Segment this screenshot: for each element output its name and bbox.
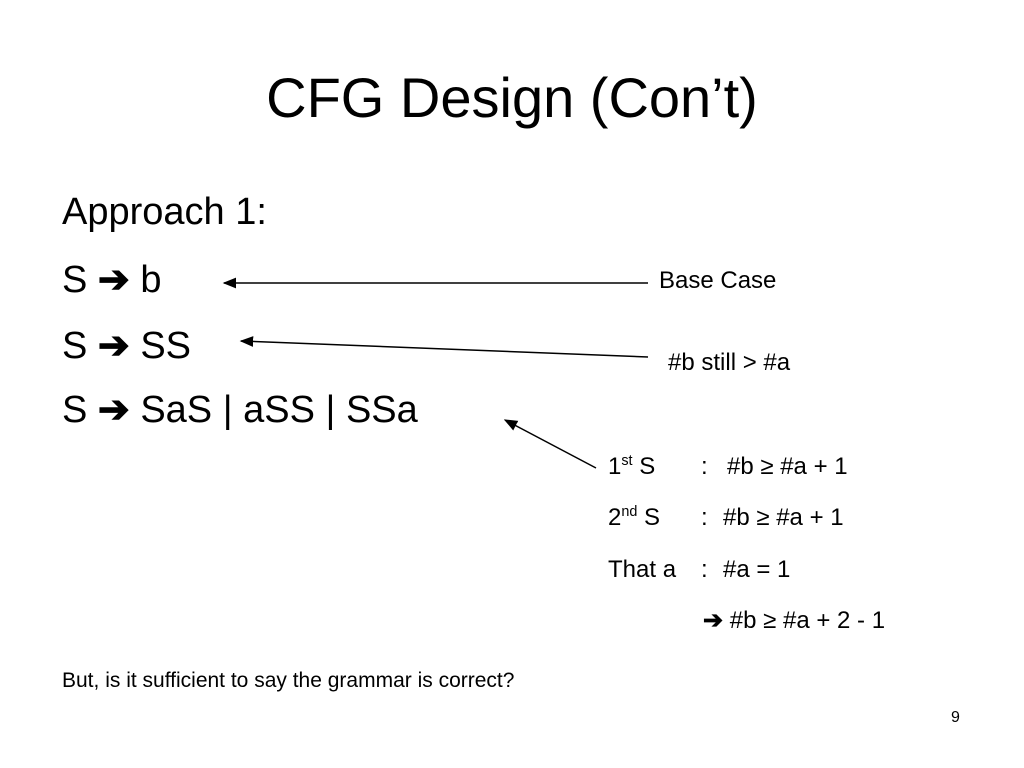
analysis-name: S [639, 453, 656, 480]
rule-lhs: S [62, 389, 88, 431]
b-still-arrow [239, 336, 649, 358]
right-arrow-icon: ➔ [97, 259, 130, 301]
analysis-ordinal: st [621, 453, 633, 469]
rule-rhs: SaS | aSS | SSa [140, 389, 418, 431]
analysis-line-3: That a [608, 556, 677, 583]
right-arrow-icon: ➔ [703, 607, 724, 634]
conclusion-line: ➔ #b ≥ #a + 2 - 1 [703, 606, 885, 636]
analysis-ordinal: nd [621, 504, 638, 520]
rule-lhs: S [62, 259, 88, 301]
analysis-num: 2 [608, 504, 622, 531]
analysis-sep-1: : [701, 453, 708, 480]
rule-rhs: SS [140, 325, 192, 367]
base-case-label: Base Case [659, 267, 777, 294]
slide-title: CFG Design (Con’t) [266, 66, 758, 129]
question-text: But, is it sufficient to say the grammar… [62, 669, 515, 692]
conclusion-expr: #b ≥ #a + 2 - 1 [729, 607, 886, 634]
rule-1: S ➔ b [62, 258, 161, 302]
analysis-sep-3: : [701, 556, 708, 583]
analysis-expr-3: #a = 1 [723, 556, 791, 583]
analysis-line-2: 2nd S [608, 503, 660, 533]
analysis-arrow [503, 419, 597, 469]
analysis-sep-2: : [701, 504, 708, 531]
page-number: 9 [951, 709, 960, 726]
approach-label: Approach 1: [62, 191, 267, 233]
b-still-label: #b still > #a [668, 349, 791, 376]
analysis-expr-1: #b ≥ #a + 1 [727, 453, 848, 480]
right-arrow-icon: ➔ [97, 389, 130, 431]
analysis-line-1: 1st S [608, 452, 655, 482]
analysis-expr-2: #b ≥ #a + 1 [723, 504, 844, 531]
right-arrow-icon: ➔ [97, 325, 130, 367]
analysis-num: 1 [608, 453, 622, 480]
rule-lhs: S [62, 325, 88, 367]
analysis-name: S [644, 504, 661, 531]
rule-3: S ➔ SaS | aSS | SSa [62, 388, 418, 432]
rule-2: S ➔ SS [62, 324, 191, 368]
rule-rhs: b [140, 259, 162, 301]
